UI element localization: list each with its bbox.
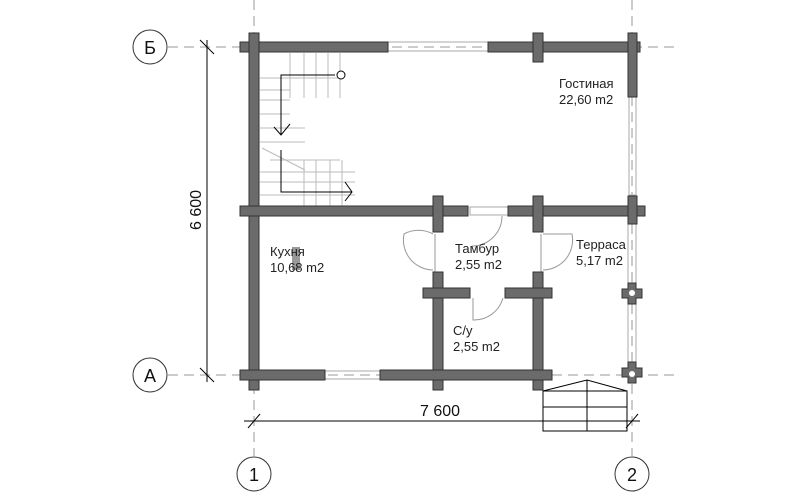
svg-text:Тамбур: Тамбур — [455, 241, 499, 256]
kitchen-marker — [292, 247, 300, 270]
axis-bubble-a: А — [132, 357, 168, 393]
axis-bubble-2: 2 — [614, 456, 650, 492]
dimension-width: 7 600 — [244, 403, 640, 429]
svg-text:Терраса: Терраса — [576, 237, 627, 252]
doors — [402, 215, 574, 321]
porch-steps — [542, 379, 628, 432]
svg-text:6 600: 6 600 — [188, 190, 205, 230]
svg-text:Кухня: Кухня — [270, 244, 305, 259]
walls — [239, 32, 646, 391]
svg-text:2: 2 — [627, 465, 637, 485]
svg-text:2,55 m2: 2,55 m2 — [455, 257, 502, 272]
svg-text:Б: Б — [144, 38, 156, 58]
svg-text:С/у: С/у — [453, 323, 473, 338]
svg-text:10,68 m2: 10,68 m2 — [270, 260, 324, 275]
room-bathroom: С/у2,55 m2 — [453, 323, 500, 354]
terrace-posts — [621, 282, 643, 384]
stair-arrow — [273, 70, 353, 202]
axis-bubble-1: 1 — [236, 456, 272, 492]
svg-text:5,17 m2: 5,17 m2 — [576, 253, 623, 268]
svg-text:7 600: 7 600 — [420, 403, 460, 420]
svg-text:А: А — [144, 366, 156, 386]
axis-bubble-b: Б — [132, 29, 168, 65]
axis-lines — [168, 0, 680, 456]
svg-text:1: 1 — [249, 465, 259, 485]
svg-text:Гостиная: Гостиная — [559, 76, 614, 91]
svg-text:2,55 m2: 2,55 m2 — [453, 339, 500, 354]
svg-text:22,60 m2: 22,60 m2 — [559, 92, 613, 107]
dimension-height: 6 600 — [188, 39, 215, 383]
